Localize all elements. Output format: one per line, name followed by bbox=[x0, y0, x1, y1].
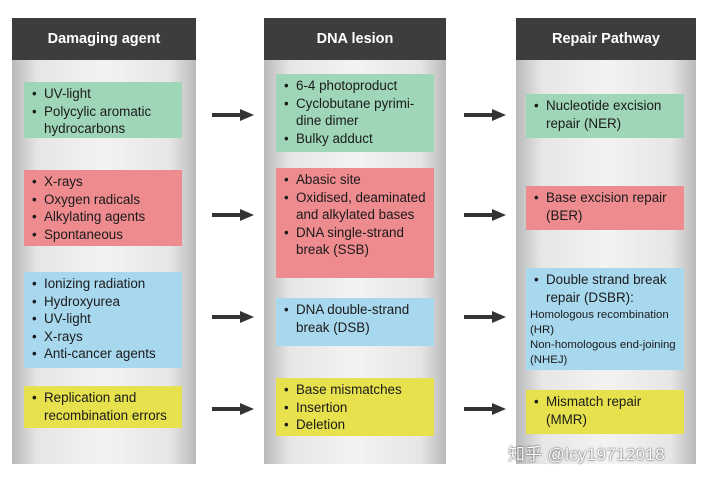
agent-box-green: UV-light Polycylic aromatic hydrocarbons bbox=[24, 82, 182, 138]
lesion-box-red: Abasic site Oxidised, deaminated and alk… bbox=[276, 168, 434, 278]
agent-item: Replication and recombination errors bbox=[32, 389, 176, 424]
agent-item: UV-light bbox=[32, 310, 176, 328]
agent-item: Ionizing radiation bbox=[32, 275, 176, 293]
repair-pathway-header: Repair Pathway bbox=[516, 18, 696, 60]
agent-item: Hydroxyurea bbox=[32, 293, 176, 311]
lesion-box-green: 6-4 photoproduct Cyclobutane pyrimi-dine… bbox=[276, 74, 434, 152]
agent-item: Polycylic aromatic hydrocarbons bbox=[32, 103, 176, 138]
lesion-box-yellow: Base mismatches Insertion Deletion bbox=[276, 378, 434, 436]
lesion-item: Insertion bbox=[284, 399, 428, 417]
dna-lesion-column: DNA lesion 6-4 photoproduct Cyclobutane … bbox=[264, 18, 446, 464]
right-arrow-icon bbox=[464, 311, 506, 323]
lesion-item: Cyclobutane pyrimi-dine dimer bbox=[284, 95, 428, 130]
agent-item: X-rays bbox=[32, 328, 176, 346]
right-arrow-icon bbox=[212, 109, 254, 121]
right-arrow-icon bbox=[212, 403, 254, 415]
repair-pathway-column: Repair Pathway Nucleotide excision repai… bbox=[516, 18, 696, 464]
damaging-agent-column: Damaging agent UV-light Polycylic aromat… bbox=[12, 18, 196, 464]
agent-item: Spontaneous bbox=[32, 226, 176, 244]
lesion-item: Deletion bbox=[284, 416, 428, 434]
watermark: 知乎 @lcy19712018 bbox=[508, 445, 665, 464]
pathway-item: Mismatch repair (MMR) bbox=[534, 393, 678, 428]
lesion-item: DNA double-strand break (DSB) bbox=[284, 301, 428, 336]
agent-box-yellow: Replication and recombination errors bbox=[24, 386, 182, 428]
agent-box-blue: Ionizing radiation Hydroxyurea UV-light … bbox=[24, 272, 182, 368]
right-arrow-icon bbox=[464, 109, 506, 121]
agent-item: Oxygen radicals bbox=[32, 191, 176, 209]
agent-item: X-rays bbox=[32, 173, 176, 191]
pathway-box-green: Nucleotide excision repair (NER) bbox=[526, 94, 684, 138]
dna-lesion-header: DNA lesion bbox=[264, 18, 446, 60]
agent-item: Alkylating agents bbox=[32, 208, 176, 226]
right-arrow-icon bbox=[212, 209, 254, 221]
pathway-subitem-nhej: Non-homologous end-joining (NHEJ) bbox=[530, 339, 676, 367]
lesion-item: Bulky adduct bbox=[284, 130, 428, 148]
right-arrow-icon bbox=[464, 209, 506, 221]
lesion-item: Oxidised, deaminated and alkylated bases bbox=[284, 189, 428, 224]
agent-box-red: X-rays Oxygen radicals Alkylating agents… bbox=[24, 170, 182, 246]
agent-item: Anti-cancer agents bbox=[32, 345, 176, 363]
pathway-item: Base excision repair (BER) bbox=[534, 189, 678, 224]
lesion-box-blue: DNA double-strand break (DSB) bbox=[276, 298, 434, 346]
right-arrow-icon bbox=[464, 403, 506, 415]
pathway-box-blue: Double strand break repair (DSBR): Homol… bbox=[526, 268, 684, 370]
right-arrow-icon bbox=[212, 311, 254, 323]
pathway-subitem-hr: Homologous recombination (HR) bbox=[530, 309, 669, 337]
pathway-box-red: Base excision repair (BER) bbox=[526, 186, 684, 230]
agent-item: UV-light bbox=[32, 85, 176, 103]
lesion-item: DNA single-strand break (SSB) bbox=[284, 224, 428, 259]
damaging-agent-header: Damaging agent bbox=[12, 18, 196, 60]
pathway-item: Double strand break repair (DSBR): bbox=[534, 271, 678, 306]
pathway-item: Nucleotide excision repair (NER) bbox=[534, 97, 678, 132]
lesion-item: Base mismatches bbox=[284, 381, 428, 399]
lesion-item: 6-4 photoproduct bbox=[284, 77, 428, 95]
pathway-box-yellow: Mismatch repair (MMR) bbox=[526, 390, 684, 434]
lesion-item: Abasic site bbox=[284, 171, 428, 189]
